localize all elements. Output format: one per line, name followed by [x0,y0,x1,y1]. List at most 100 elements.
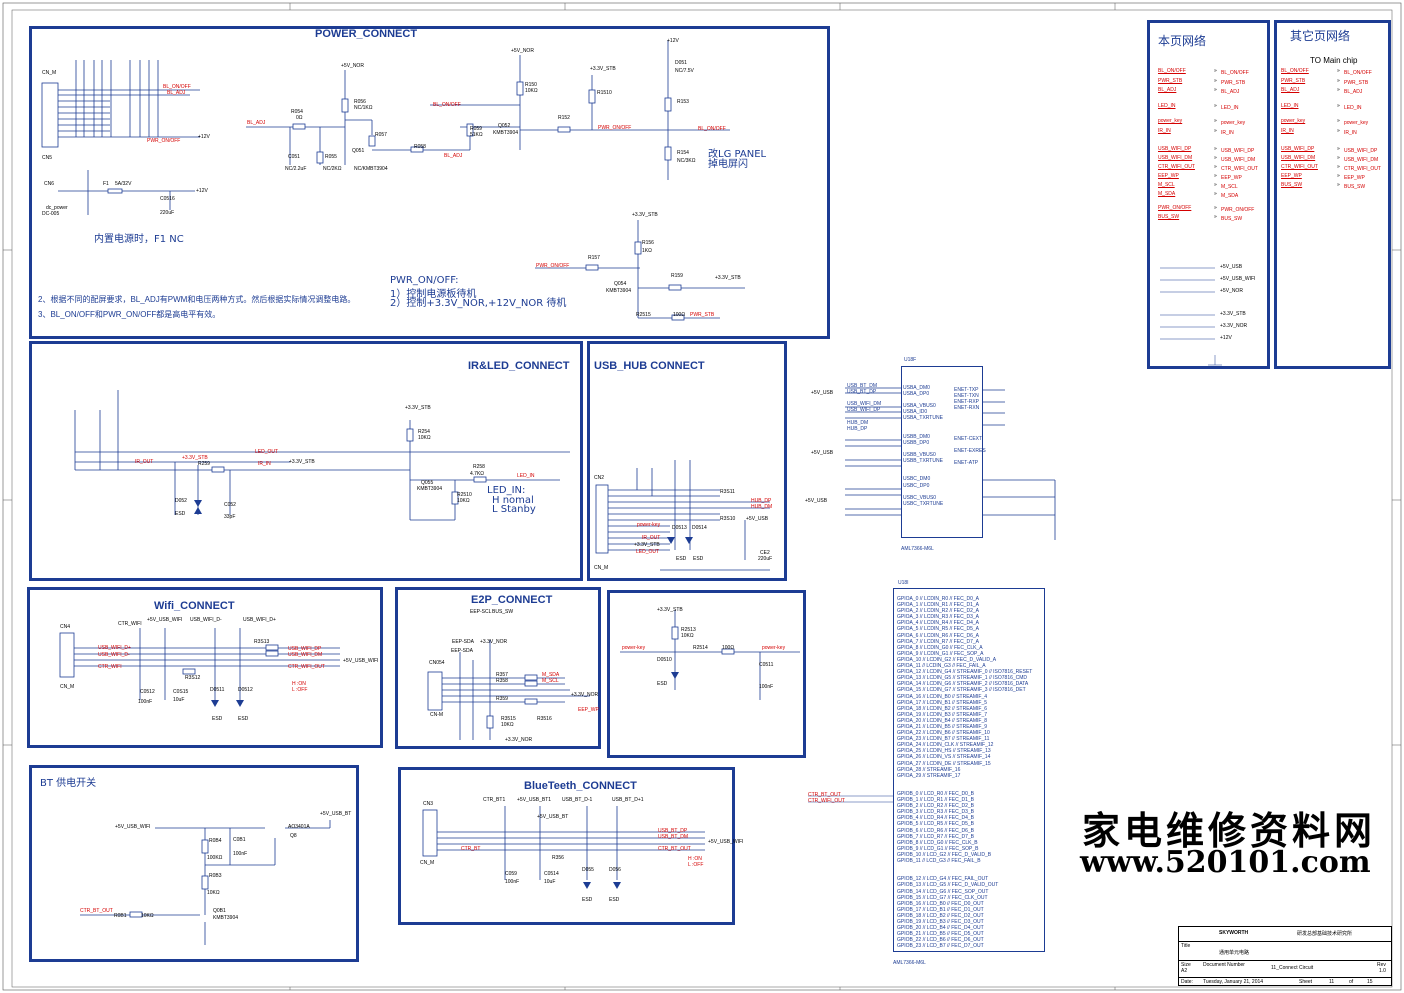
net-arrow-icon: » [1337,146,1340,152]
power-connect-block [29,26,830,339]
net-arrow-icon: » [1214,78,1217,84]
nets-other-pages-net-right: LED_IN [1344,105,1362,111]
nets-this-page-row: M_SCL»M_SCL [1158,182,1266,191]
r054-value: 0Ω [296,115,303,121]
power-rail-label: +5V_USB [1220,264,1243,270]
plus12v-label-2: +12V [196,188,208,194]
pwr-onoff-note-2: 2）控制+3.3V_NOR,+12V_NOR 待机 [390,298,567,309]
power-resistors [107,81,685,321]
pwr-stb-net: PWR_STB [690,312,715,318]
r056-label: R056 [354,99,366,105]
nets-this-page-net-left: BUS_SW [1158,214,1180,220]
nets-other-pages-block [1274,20,1391,369]
nets-this-page-block [1147,20,1270,369]
nets-this-page-net-right: IR_IN [1221,130,1234,136]
bl-adj-net: BL_ADJ [167,90,186,96]
led-in-note-l: L Stanby [492,504,536,515]
r2513-value: 10KΩ [681,633,694,639]
led-in-net: LED_IN [517,473,535,479]
ctr-bt1-label: CTR_BT1 [483,797,506,803]
r3s10-label: R3S10 [720,516,736,522]
c059-value: 100nF [505,879,520,885]
nets-other-pages-title: 其它页网络 [1290,29,1351,43]
cn-m-label-hub: CN_M [594,565,609,571]
r056-value: NC/1KΩ [354,105,373,111]
q0b1-value: KMBT3904 [213,915,239,921]
plus12v-label-3: +12V [667,38,679,44]
eep-wp-net: EEP_WP [578,707,599,713]
bl-onoff-net-3: BL_ON/OFF [698,126,726,132]
dc-005-label: DC-005 [42,211,60,217]
net-arrow-icon: » [1337,155,1340,161]
tb-title-label: Title [1181,943,1191,949]
nets-this-page-net-left: BL_ON/OFF [1158,68,1186,74]
net-arrow-icon: » [1214,164,1217,170]
d0510-label: D0510 [657,657,672,663]
u18i-part: AML7366-M6L [893,960,926,966]
r2513-label: R2513 [681,627,696,633]
net-arrow-icon: » [1214,103,1217,109]
nets-this-page-row: LED_IN»LED_IN [1158,103,1266,112]
r3515-value: 10KΩ [501,722,514,728]
wifi-connect-block [27,587,383,748]
tb-docnum-label: Document Number [1203,962,1245,968]
r156-label: R156 [642,240,654,246]
bluetooth-connect-title: BlueTeeth_CONNECT [524,780,637,792]
power-connect-title: POWER_CONNECT [315,28,418,40]
r259-label: R259 [198,461,210,467]
r150-label: R150 [525,82,537,88]
cn5-label: CN5 [42,155,53,161]
nets-other-pages-net-right: CTR_WIFI_OUT [1344,166,1381,172]
d051-label: D051 [675,60,687,66]
ctr-wifi-label: CTR_WIFI [118,621,142,627]
tb-of: 15 [1367,979,1373,985]
r0b1-label: R0B1 [114,913,127,919]
eep-sda-label: EEP-SDA [452,639,474,645]
c051-label: C051 [288,154,300,160]
usb-wifi-dp-left: USB_WIFI_D+ [98,645,131,651]
wifi-wiring [59,628,340,700]
plus12v-label-1: +12V [198,134,210,140]
u18i-chip [893,588,1045,952]
nets-this-page-title: 本页网络 [1158,34,1207,48]
nets-this-page-net-right: power_key [1221,120,1246,126]
eep-sda-label-2: EEP-SDA [451,648,473,654]
u18f-ref: U18F [904,357,917,363]
plus3v3-nor-label-top: +3.3V_NOR [480,639,508,645]
ir-out-net-hub: IR_OUT [642,535,661,541]
esd-label-hub-2: ESD [693,556,704,562]
nets-this-page-net-left: CTR_WIFI_OUT [1158,164,1195,170]
nets-other-pages-net-right: USB_WIFI_DP [1344,148,1378,154]
net-arrow-icon: » [1214,155,1217,161]
r055-value: NC/2KΩ [323,166,342,172]
bluetooth-connect-block [398,767,735,925]
nets-other-pages-net-right: PWR_STB [1344,80,1369,86]
r2515-value: 100Ω [673,312,686,318]
ctr-wifi-left: CTR_WIFI [98,664,122,670]
d052-label: D052 [175,498,187,504]
net-arrow-icon: » [1214,214,1217,220]
esd-label-bt-2: ESD [609,897,620,903]
nets-other-pages-net-right: IR_IN [1344,130,1357,136]
nets-other-pages-net-left: EEP_WP [1281,173,1302,179]
tb-date: Tuesday, January 21, 2014 [1203,979,1264,985]
nets-this-page-net-right: USB_WIFI_DM [1221,157,1256,163]
r153-label: R153 [677,99,689,105]
u18f-pins [845,387,1056,540]
r2515-label: R2515 [636,312,651,318]
r156-value: 1KΩ [642,248,652,254]
r3515-label: R3515 [501,716,516,722]
nets-this-page-row: USB_WIFI_DM»USB_WIFI_DM [1158,155,1266,164]
tb-title: 通用单元电路 [1219,950,1250,956]
r150-value: 10KΩ [525,88,538,94]
nets-other-pages-subtitle: TO Main chip [1310,56,1358,65]
m-scl-net: M_SCL [542,678,559,684]
net-arrow-icon: » [1214,205,1217,211]
c051-value: NC/2.2uF [285,166,307,172]
nets-this-page-net-left: power_key [1158,118,1183,124]
r159-label: R159 [671,273,683,279]
ctr-bt-net: CTR_BT [461,846,481,852]
u18i-pins [808,795,893,803]
plus5v-usb-wifi-label-top: +5V_USB_WIFI [147,617,183,623]
nets-other-pages-net-left: IR_IN [1281,128,1294,134]
